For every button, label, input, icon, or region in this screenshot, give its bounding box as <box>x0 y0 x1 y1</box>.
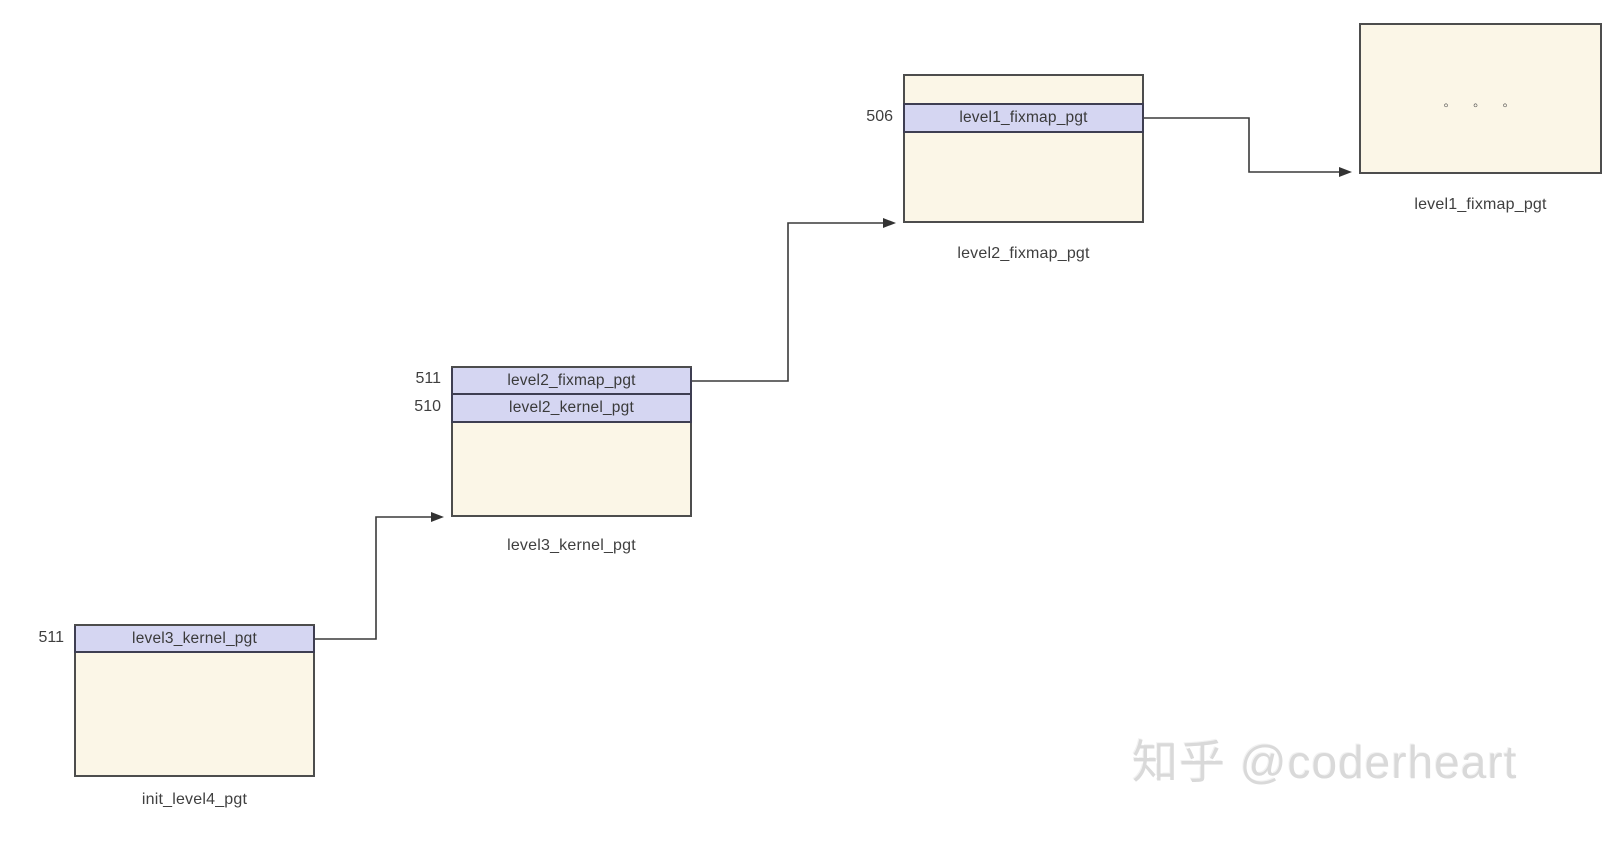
entry-index-label: 511 <box>38 629 64 646</box>
zhihu-watermark: 知乎 @coderheart <box>1132 736 1518 788</box>
table-level1-fixmap-pgt: ◦ ◦ ◦ <box>1359 23 1602 174</box>
table-caption-level3-kernel-pgt: level3_kernel_pgt <box>507 537 636 554</box>
table-caption-level1-fixmap-pgt: level1_fixmap_pgt <box>1414 196 1547 213</box>
table-caption-init-level4-pgt: init_level4_pgt <box>141 791 248 808</box>
connector-level2-to-level1 <box>1144 117 1352 177</box>
table-init-level4-pgt: level3_kernel_pgt <box>74 624 315 777</box>
entry-index-label: 511 <box>415 370 441 387</box>
table-level3-kernel-pgt: level2_fixmap_pgt level2_kernel_pgt <box>451 366 692 517</box>
ellipsis-dots-icon: ◦ ◦ ◦ <box>1443 97 1518 114</box>
connector-level3-to-level2 <box>692 218 896 382</box>
connector-init-to-level3 <box>315 512 444 640</box>
entry-label: level2_fixmap_pgt <box>507 371 636 389</box>
entry-level3-kernel-pgt: level3_kernel_pgt <box>74 626 315 653</box>
table-level2-fixmap-pgt: level1_fixmap_pgt <box>903 74 1144 223</box>
entry-index-label: 506 <box>866 108 893 125</box>
table-caption-level2-fixmap-pgt: level2_fixmap_pgt <box>957 245 1090 262</box>
entry-label: level1_fixmap_pgt <box>959 109 1088 126</box>
entry-level2-kernel-pgt: level2_kernel_pgt <box>451 395 692 423</box>
entry-level1-fixmap-pgt: level1_fixmap_pgt <box>903 103 1144 133</box>
entry-label: level2_kernel_pgt <box>509 399 634 416</box>
entry-label: level3_kernel_pgt <box>132 629 257 647</box>
entry-level2-fixmap-pgt: level2_fixmap_pgt <box>451 368 692 395</box>
entry-index-label: 510 <box>414 398 441 415</box>
